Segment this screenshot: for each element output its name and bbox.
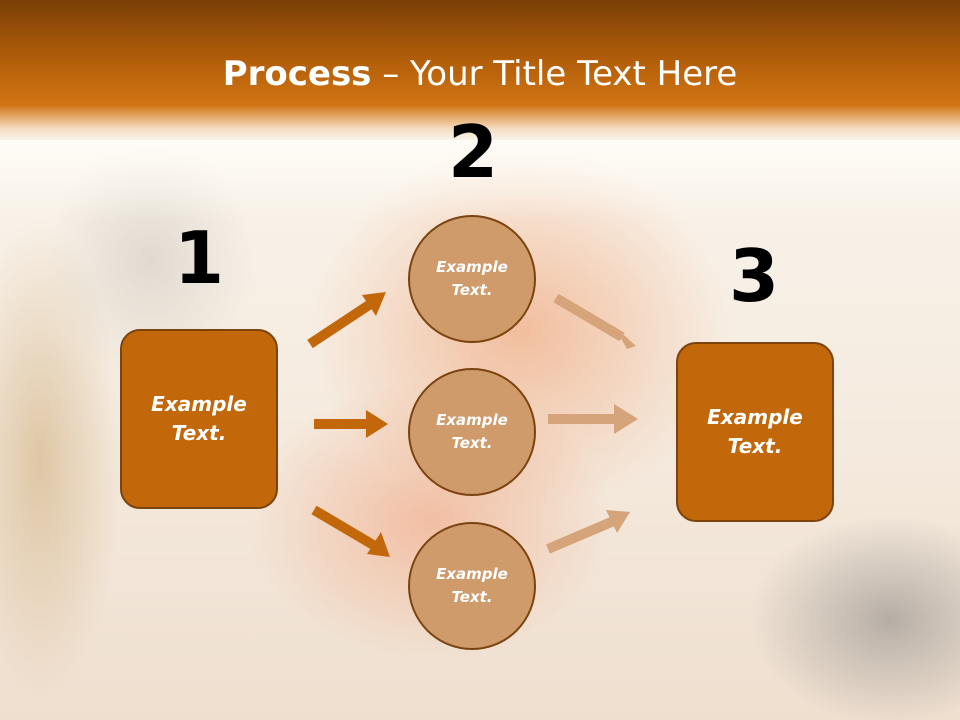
circle-middle[interactable]: Example Text. [408, 368, 536, 496]
arrow-to-top-circle[interactable] [307, 292, 386, 349]
circle-top-label: Example Text. [436, 258, 508, 299]
step-number-1: 1 [173, 216, 225, 300]
title-bar [0, 0, 960, 140]
arrow-from-bottom-circle[interactable] [546, 510, 630, 554]
slide-title-bold: Process [222, 54, 372, 94]
arrow-to-bottom-circle[interactable] [311, 505, 390, 557]
start-box-label: Example Text. [151, 392, 247, 445]
circle-bottom-label: Example Text. [436, 565, 508, 606]
circle-top[interactable]: Example Text. [408, 215, 536, 343]
end-box[interactable]: Example Text. [676, 342, 834, 522]
circle-middle-label: Example Text. [436, 411, 508, 452]
slide-title-rest: – Your Title Text Here [371, 54, 738, 94]
arrow-to-middle-circle[interactable] [314, 410, 388, 438]
circle-bottom[interactable]: Example Text. [408, 522, 536, 650]
step-number-3: 3 [728, 234, 780, 318]
slide-title[interactable]: Process – Your Title Text Here [0, 52, 960, 96]
step-number-2: 2 [447, 110, 499, 194]
end-box-label: Example Text. [707, 405, 803, 458]
start-box[interactable]: Example Text. [120, 329, 278, 509]
arrow-from-top-circle[interactable] [553, 293, 636, 349]
background-haze [0, 140, 960, 220]
arrow-from-middle-circle[interactable] [548, 404, 638, 434]
